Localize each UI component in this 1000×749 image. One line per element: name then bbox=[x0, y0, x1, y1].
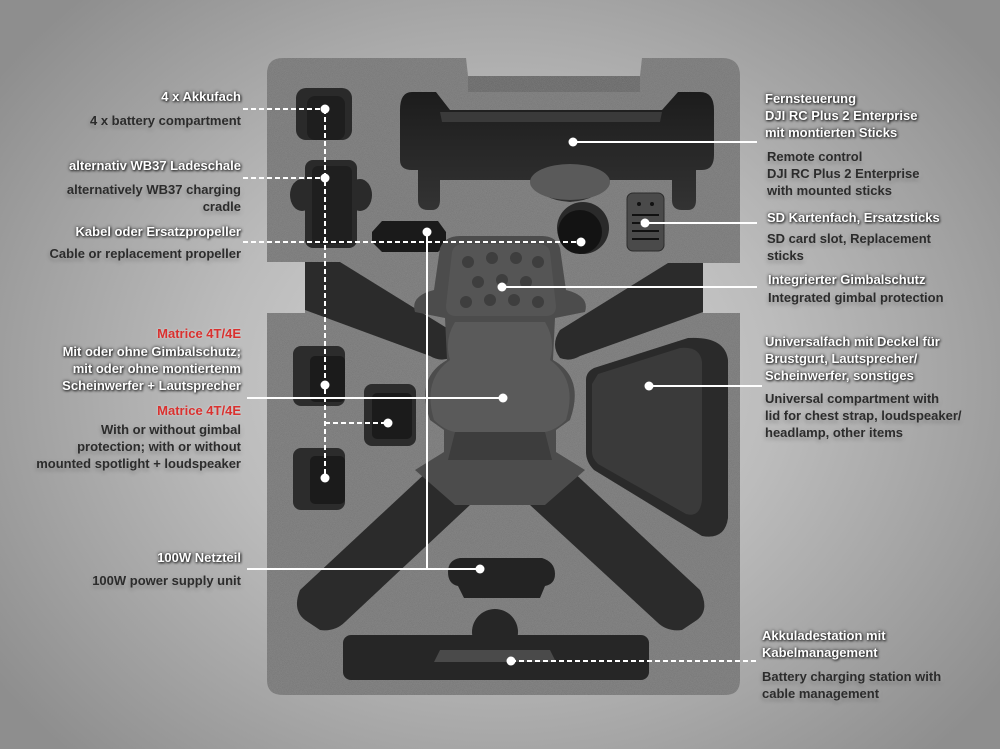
label-drone-model-en: Matrice 4T/4E bbox=[157, 403, 241, 418]
round-cavity bbox=[557, 202, 609, 254]
psu-cavity bbox=[448, 558, 555, 598]
label-psu-en: 100W power supply unit bbox=[92, 573, 241, 588]
label-remote-de: Fernsteuerung DJI RC Plus 2 Enterprise m… bbox=[765, 91, 918, 140]
label-drone-en: With or without gimbal protection; with … bbox=[36, 422, 241, 471]
label-charging-de: Akkuladestation mit Kabelmanagement bbox=[762, 628, 886, 660]
wb37-cradle-cavity bbox=[290, 160, 372, 248]
label-remote-en: Remote control DJI RC Plus 2 Enterprise … bbox=[767, 149, 920, 198]
label-gimbal-de: Integrierter Gimbalschutz bbox=[768, 272, 926, 287]
label-psu-de: 100W Netzteil bbox=[157, 550, 241, 565]
drone-cavity bbox=[296, 236, 705, 631]
label-sd-de: SD Kartenfach, Ersatzsticks bbox=[767, 210, 940, 225]
label-drone-de: Mit oder ohne Gimbalschutz; mit oder ohn… bbox=[62, 344, 241, 393]
label-cable-de: Kabel oder Ersatzpropeller bbox=[75, 224, 241, 239]
label-universal-en: Universal compartment with lid for chest… bbox=[765, 391, 962, 440]
cable-cavity bbox=[372, 221, 446, 252]
label-sd-en: SD card slot, Replacement sticks bbox=[767, 231, 931, 263]
label-drone-model-de: Matrice 4T/4E bbox=[157, 326, 241, 341]
battery-cavity-1 bbox=[293, 346, 345, 406]
callout-dots bbox=[320, 104, 654, 666]
label-gimbal-en: Integrated gimbal protection bbox=[768, 290, 944, 305]
label-battery-de: 4 x Akkufach bbox=[161, 89, 241, 104]
charging-station-cavity bbox=[343, 609, 649, 680]
label-cable-en: Cable or replacement propeller bbox=[49, 246, 241, 261]
label-battery-en: 4 x battery compartment bbox=[90, 113, 241, 128]
label-universal-de: Universalfach mit Deckel für Brustgurt, … bbox=[765, 334, 940, 383]
label-charging-en: Battery charging station with cable mana… bbox=[762, 669, 942, 701]
universal-compartment bbox=[586, 337, 728, 537]
battery-cavity-2 bbox=[364, 384, 416, 446]
callout-lines bbox=[243, 108, 762, 662]
battery-cavity-3 bbox=[293, 448, 345, 510]
label-wb37-en: alternatively WB37 charging cradle bbox=[66, 182, 241, 214]
label-wb37-de: alternativ WB37 Ladeschale bbox=[69, 158, 241, 173]
remote-control-cavity bbox=[400, 92, 714, 210]
